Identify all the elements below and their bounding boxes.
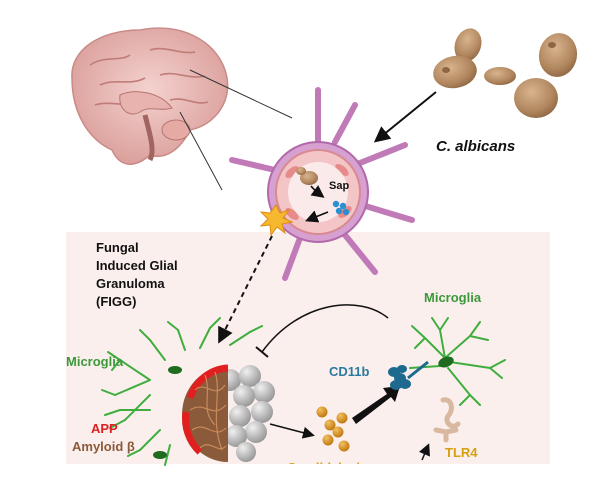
figg-title-line-1: Fungal: [96, 240, 139, 255]
app-label: APP: [91, 421, 118, 436]
candidalysin-molecules-icon: [316, 406, 350, 452]
figg-panel-background: [66, 232, 550, 464]
zoom-line-upper: [189, 69, 293, 119]
sap-molecules-icon: [332, 200, 350, 216]
brain-icon: [71, 27, 229, 165]
organism-label: C. albicans: [436, 138, 516, 155]
microglia-nucleus: [438, 356, 454, 368]
tlr4-receptor-icon: [433, 397, 461, 443]
cd11b-receptor-icon: [388, 360, 429, 390]
inhibition-bar: [255, 346, 269, 358]
granuloma-to-candidalysin-arrow: [269, 423, 315, 439]
figg-title-line-4: (FIGG): [96, 294, 137, 309]
yeast-cells-icon: [433, 28, 578, 118]
figg-title-line-2: Induced Glial: [96, 258, 178, 273]
granuloma-icon: [182, 364, 275, 462]
blood-vessel-icon: [229, 87, 415, 281]
microglia-cell-icon: [409, 317, 506, 406]
tlr4-label: TLR4: [445, 445, 478, 460]
dashed-arrow-to-figg: [218, 235, 273, 344]
starburst-icon: [259, 204, 294, 237]
microglia-nucleus: [153, 451, 167, 459]
fungus-entry-arrow: [373, 91, 437, 143]
cd11b-label: CD11b: [329, 364, 370, 379]
candidalysin-label: Candidalysin: [287, 460, 368, 464]
tlr4-arrow: [418, 443, 430, 461]
zoom-line-lower: [179, 111, 223, 191]
microglia-nucleus: [168, 366, 182, 374]
inhibition-curve: [261, 304, 389, 353]
sap-label: Sap: [329, 180, 350, 192]
figg-title-line-3: Granuloma: [96, 276, 165, 291]
microglia-left-label: Microglia: [66, 354, 124, 369]
microglia-right-label: Microglia: [424, 290, 482, 305]
amyloid-label: Amyloid β: [72, 439, 135, 454]
microglia-cell-icon: [101, 317, 263, 466]
candidalysin-to-cd11b-arrow: [352, 386, 400, 424]
